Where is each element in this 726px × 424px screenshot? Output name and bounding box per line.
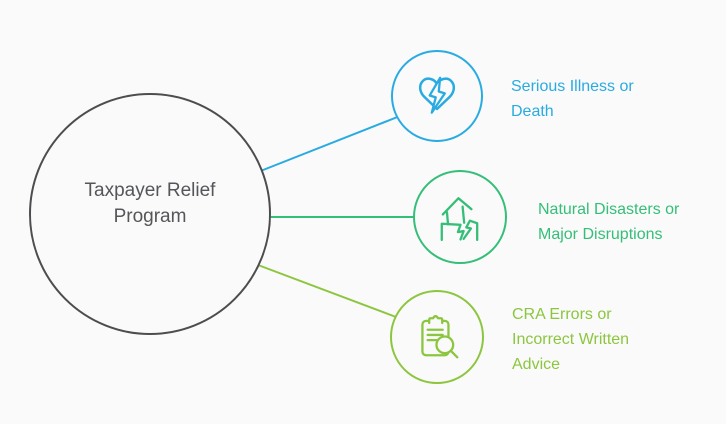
label-serious-illness: Serious Illness or Death: [511, 78, 634, 120]
hub-label: Taxpayer Relief Program: [84, 180, 216, 227]
broken-heart-bolt-icon: [418, 76, 456, 114]
node-natural-disasters: [413, 170, 507, 264]
label-cra-errors: CRA Errors or Incorrect Written Advice: [512, 306, 630, 373]
node-cra-errors: [390, 290, 484, 384]
clipboard-magnifier-icon: [421, 315, 459, 359]
connector-line-cra-errors: [257, 264, 397, 318]
label-natural-disasters: Natural Disasters or Major Disruptions: [538, 201, 680, 243]
node-serious-illness: [391, 50, 483, 142]
hub-circle: Taxpayer Relief Program: [29, 93, 271, 335]
connector-line-serious-illness: [257, 115, 401, 173]
earthquake-house-icon: [440, 197, 479, 242]
